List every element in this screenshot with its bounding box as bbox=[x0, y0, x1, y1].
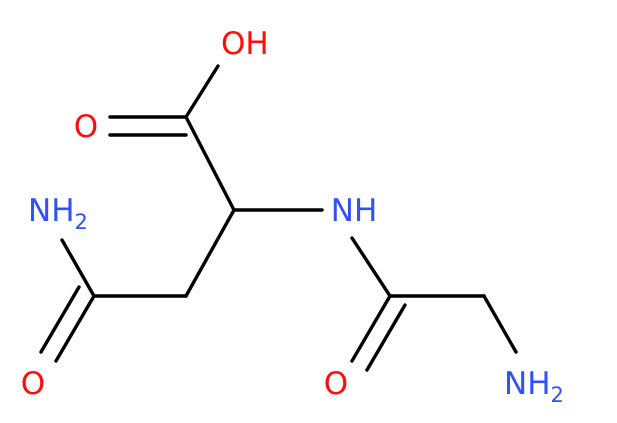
atom-label-nh2-term-subscript: 2 bbox=[551, 383, 564, 407]
bonds bbox=[39, 64, 518, 372]
atom-label-o-side: O bbox=[21, 366, 45, 402]
bond-calpha-ch2 bbox=[184, 208, 236, 298]
bond-c-calpha bbox=[184, 115, 236, 212]
atom-label-nh2-side-subscript: 2 bbox=[75, 210, 88, 234]
atom-label-nh2-side-main: NH bbox=[28, 193, 75, 229]
atom-label-nh2-term-main: NH bbox=[504, 366, 551, 402]
bond-cside-nh2 bbox=[60, 238, 96, 298]
bond-nh-cgly bbox=[350, 236, 392, 298]
bond-cgly-o-double-1 bbox=[350, 294, 392, 363]
bond-cside-o-double-2 bbox=[39, 285, 81, 354]
bond-cside-o-double-1 bbox=[54, 294, 96, 363]
bond-ch2-nh2 bbox=[482, 294, 518, 354]
atom-label-o-acid: O bbox=[74, 109, 98, 145]
atom-label-o-gly: O bbox=[324, 366, 348, 402]
bond-c-oh bbox=[184, 64, 220, 119]
atom-label-nh2-side: NH2 bbox=[28, 193, 88, 234]
atom-labels: OH O NH NH2 O O NH2 bbox=[21, 26, 564, 407]
atom-label-nh-amide: NH bbox=[331, 193, 378, 229]
bond-cgly-o-double-2 bbox=[365, 303, 407, 372]
atom-label-nh2-term: NH2 bbox=[504, 366, 564, 407]
atom-label-oh: OH bbox=[221, 26, 269, 62]
